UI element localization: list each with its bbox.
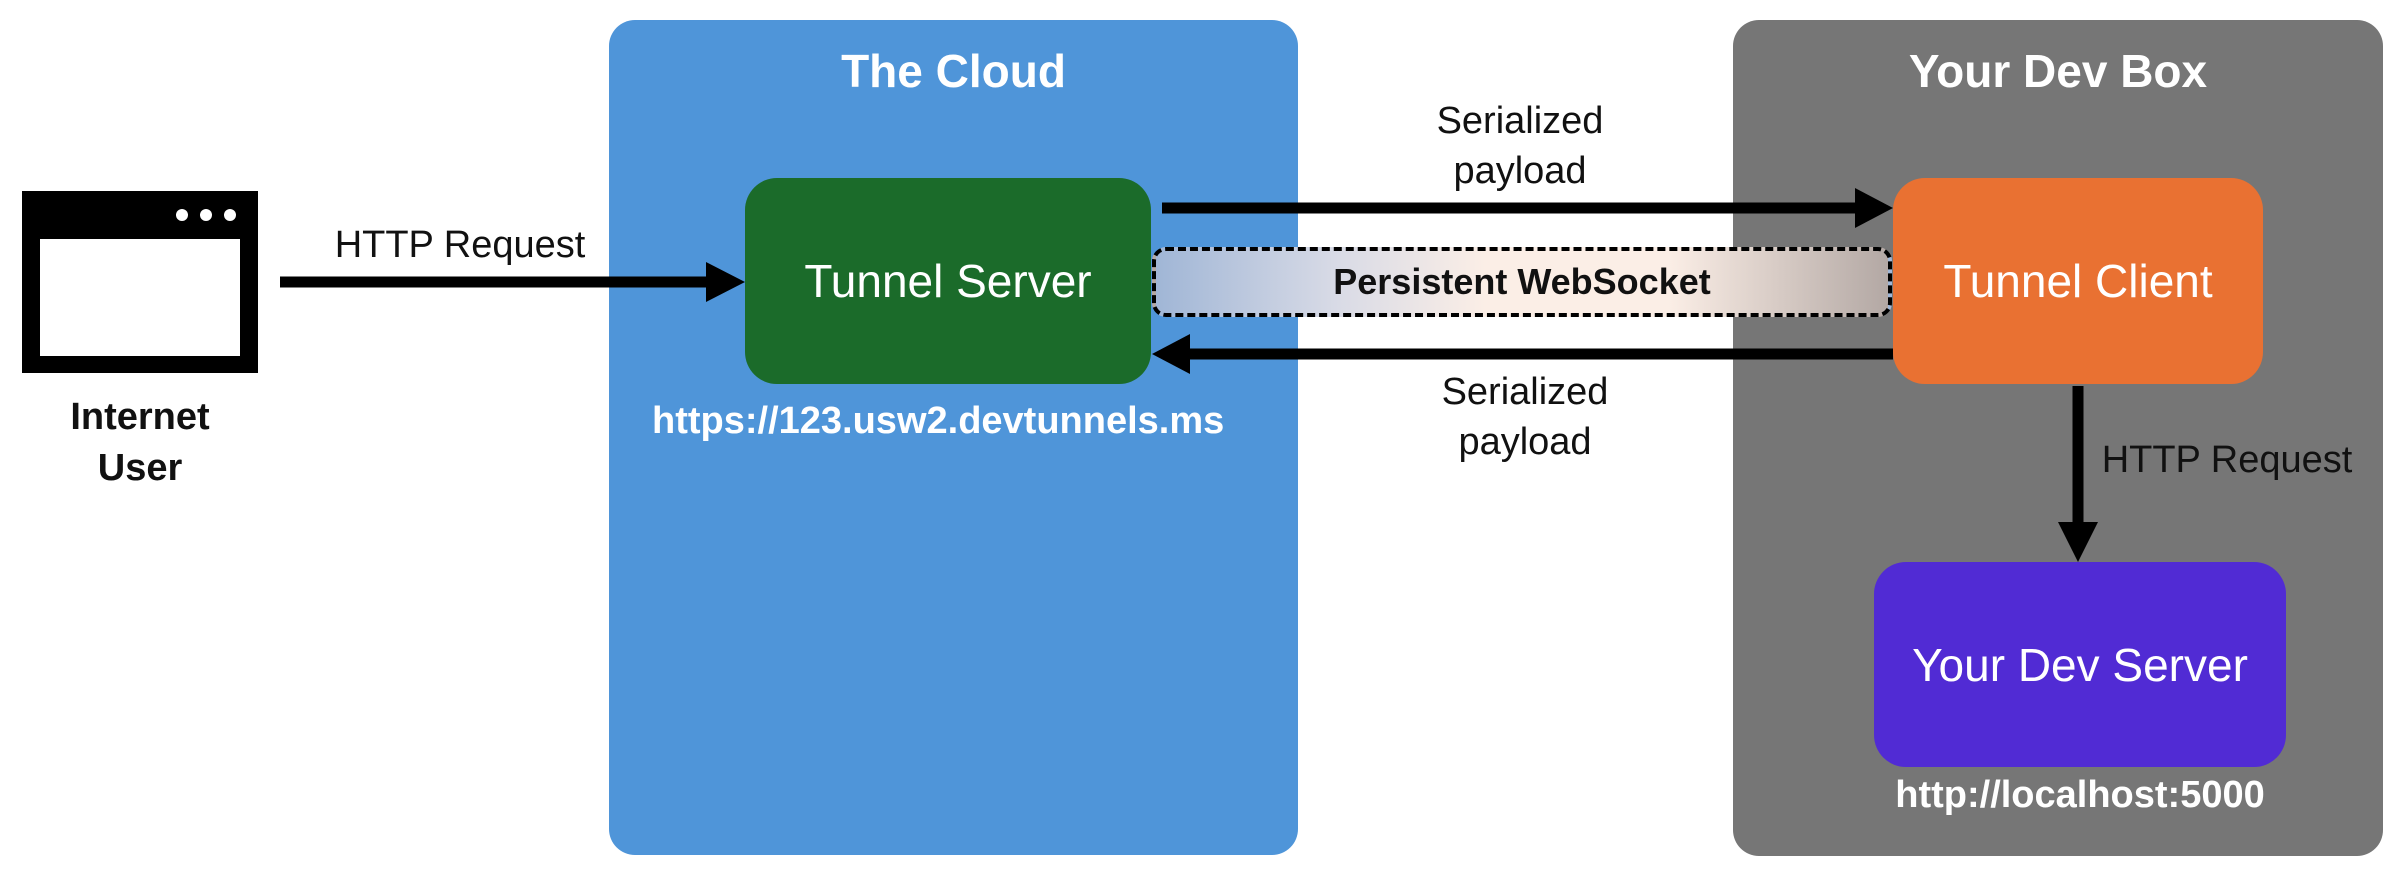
cloud-panel: The Cloud bbox=[609, 20, 1298, 855]
internet-user-label: Internet User bbox=[40, 392, 240, 494]
devbox-panel-title: Your Dev Box bbox=[1908, 45, 2208, 97]
websocket-channel: Persistent WebSocket bbox=[1152, 247, 1892, 317]
cloud-panel-title: The Cloud bbox=[841, 45, 1066, 97]
websocket-label: Persistent WebSocket bbox=[1333, 261, 1711, 302]
arrowhead-server-to-client bbox=[1855, 188, 1893, 228]
browser-window-icon bbox=[22, 191, 258, 373]
internet-user-label-line1: Internet bbox=[70, 396, 210, 438]
serialized-payload-bottom-line2: payload bbox=[1458, 421, 1592, 463]
tunnel-client-node: Tunnel Client bbox=[1893, 178, 2263, 384]
serialized-payload-top-line2: payload bbox=[1453, 150, 1587, 192]
dev-server-node: Your Dev Server bbox=[1874, 562, 2286, 767]
tunnel-server-node: Tunnel Server bbox=[745, 178, 1151, 384]
arrowhead-client-to-server bbox=[1152, 334, 1190, 374]
http-request-label-right: HTTP Request bbox=[2101, 439, 2353, 481]
serialized-payload-label-bottom: Serialized payload bbox=[1385, 367, 1665, 467]
serialized-payload-bottom-line1: Serialized bbox=[1441, 371, 1609, 413]
http-request-label-left: HTTP Request bbox=[334, 224, 586, 266]
dev-server-url: http://localhost:5000 bbox=[1895, 774, 2265, 816]
serialized-payload-top-line1: Serialized bbox=[1436, 100, 1604, 142]
arrowhead-client-to-devserver bbox=[2058, 522, 2098, 562]
serialized-payload-label-top: Serialized payload bbox=[1380, 96, 1660, 196]
internet-user-label-line2: User bbox=[97, 447, 183, 489]
arrowhead-user-to-server bbox=[706, 262, 745, 302]
tunnel-server-url: https://123.usw2.devtunnels.ms bbox=[652, 400, 1225, 442]
